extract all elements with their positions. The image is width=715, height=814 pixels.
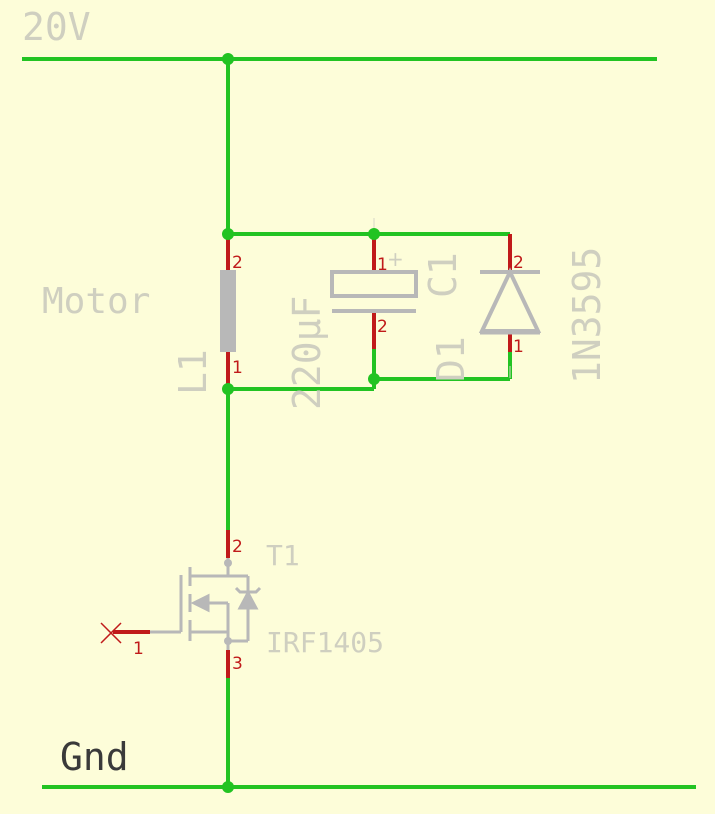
mosfet-internal-dots	[224, 559, 232, 645]
inductor-value-label: Motor	[42, 281, 150, 322]
capacitor-c1[interactable]	[330, 218, 418, 313]
junction-dot-icon	[222, 228, 234, 240]
mosfet-diode-triangle	[237, 589, 259, 610]
d1-pin-1-label: 1	[513, 337, 524, 357]
diode-d1[interactable]	[478, 267, 542, 378]
t1-drain-pin-label: 2	[232, 537, 243, 557]
inductor-body	[220, 270, 236, 352]
junction-dot-icon	[368, 373, 380, 385]
mosfet-arrow	[190, 593, 210, 613]
inductor-l1[interactable]	[220, 270, 236, 352]
mosfet-diode-bar	[234, 586, 262, 594]
c1-pin-1-label: 1	[377, 255, 388, 275]
d1-pin-2-label: 2	[513, 253, 524, 273]
t1-gate-pin-label: 1	[133, 639, 144, 659]
mosfet-t1[interactable]	[150, 558, 262, 650]
diode-ref-label: D1	[429, 336, 473, 382]
net-label-ground: Gnd	[60, 735, 129, 779]
net-label-supply: 20V	[22, 5, 91, 49]
l1-pin-2-label: 2	[232, 253, 243, 273]
l1-pin-1-label: 1	[232, 358, 243, 378]
diode-triangle	[478, 267, 542, 333]
junction-dot-icon	[222, 781, 234, 793]
mosfet-value-label: IRF1405	[266, 626, 384, 659]
junction-dot-icon	[222, 53, 234, 65]
capacitor-plate-top	[330, 270, 418, 298]
capacitor-polarity-mark: +	[387, 247, 404, 271]
junction-dot-icon	[222, 383, 234, 395]
mosfet-drain-dot	[224, 559, 232, 567]
mosfet-source-dot	[224, 637, 232, 645]
c1-pin-2-label: 2	[377, 317, 388, 337]
capacitor-value-label: 220µF	[285, 296, 329, 410]
mosfet-ref-label: T1	[266, 539, 300, 572]
junction-dots	[222, 53, 380, 793]
diode-value-label: 1N3595	[565, 247, 609, 384]
junction-dot-icon	[368, 228, 380, 240]
capacitor-ref-label: C1	[421, 252, 465, 298]
wires	[22, 57, 696, 789]
t1-source-pin-label: 3	[232, 654, 243, 674]
x-mark-icon	[100, 622, 122, 644]
inductor-ref-label: L1	[171, 349, 215, 395]
